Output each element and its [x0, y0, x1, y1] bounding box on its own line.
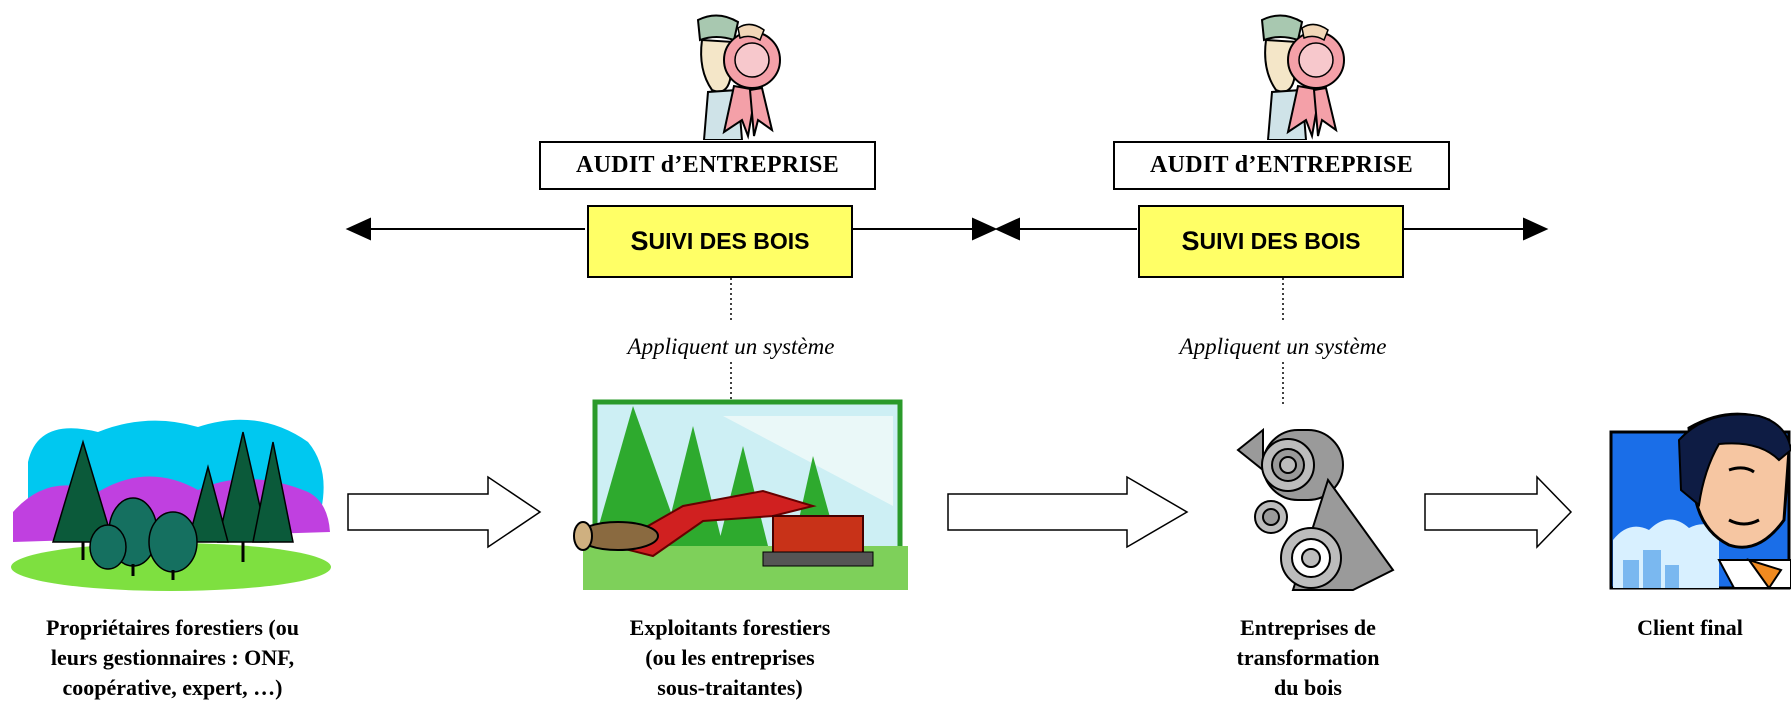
scope-arrow-2 [994, 217, 1549, 241]
caption-line: (ou les entreprises [645, 645, 815, 670]
logging-machine-icon [573, 396, 908, 592]
audit-box-2: AUDIT d’ENTREPRISE [1113, 141, 1450, 190]
forest-icon [8, 412, 334, 592]
caption-line: transformation [1236, 645, 1380, 670]
audit-box-1: AUDIT d’ENTREPRISE [539, 141, 876, 190]
scope-arrow-1 [345, 217, 998, 241]
flow-arrow-2 [947, 475, 1189, 549]
flow-arrow-3 [1424, 475, 1573, 549]
caption-line: sous-traitantes) [657, 675, 803, 700]
suivi-cap-1: S [630, 226, 649, 256]
caption-line: Client final [1637, 615, 1743, 640]
system-note-2: Appliquent un système [1179, 334, 1387, 359]
suivi-rest-2: UIVI DES BOIS [1199, 228, 1361, 254]
rolls-icon [1233, 420, 1405, 600]
caption-final-client: Client final [1600, 613, 1780, 643]
caption-line: Entreprises de [1240, 615, 1376, 640]
suivi-rest-1: UIVI DES BOIS [648, 228, 810, 254]
auditor-ribbon-icon [668, 10, 786, 140]
audit-label-2: AUDIT d’ENTREPRISE [1149, 152, 1414, 178]
caption-forest-operators: Exploitants forestiers (ou les entrepris… [575, 613, 885, 703]
customer-portrait-icon [1609, 410, 1791, 590]
auditor-ribbon-icon [1232, 10, 1350, 140]
flow-arrow-1 [347, 475, 542, 549]
suivi-cap-2: S [1181, 226, 1200, 256]
audit-label-1: AUDIT d’ENTREPRISE [575, 152, 840, 178]
caption-line: du bois [1274, 675, 1342, 700]
caption-line: Exploitants forestiers [629, 615, 831, 640]
caption-forest-owners: Propriétaires forestiers (ou leurs gesti… [0, 613, 345, 703]
caption-processors: Entreprises de transformation du bois [1188, 613, 1428, 703]
caption-line: leurs gestionnaires : ONF, [50, 645, 295, 670]
system-note-1: Appliquent un système [627, 334, 835, 359]
caption-line: coopérative, expert, …) [62, 675, 283, 700]
caption-line: Propriétaires forestiers (ou [46, 615, 299, 640]
